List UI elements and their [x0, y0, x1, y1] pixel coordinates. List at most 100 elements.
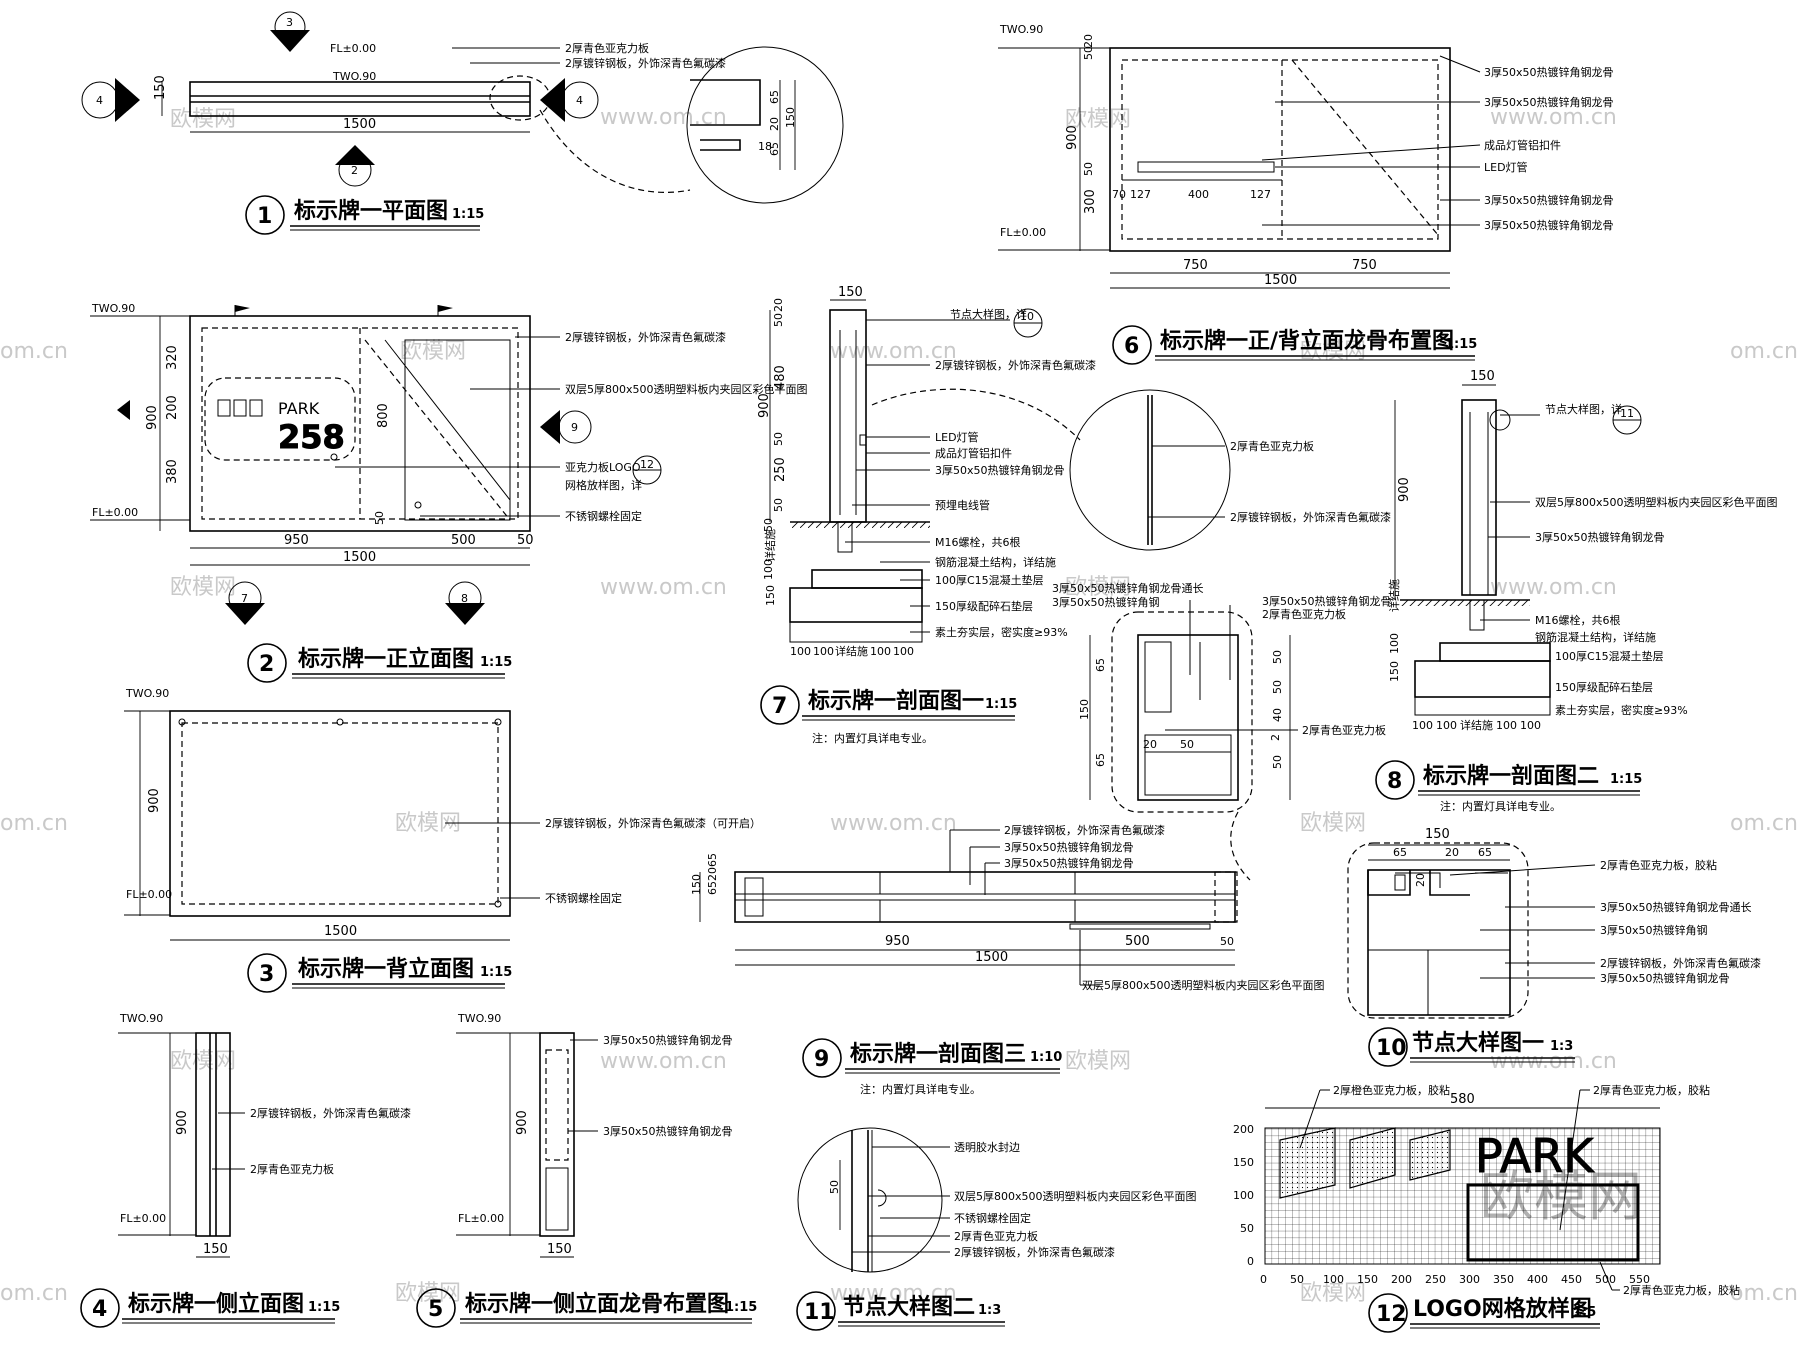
svg-text:100: 100: [1496, 719, 1517, 732]
svg-text:TWO.90: TWO.90: [999, 23, 1043, 36]
svg-text:TWO.90: TWO.90: [332, 70, 376, 83]
svg-text:2厚青色亚克力板，胶粘: 2厚青色亚克力板，胶粘: [1623, 1283, 1740, 1297]
svg-text:1: 1: [257, 204, 272, 229]
section-one-detail-circle: [1069, 389, 1231, 551]
grid-axis-x: 0 50 100 150 200 250 300 350 400 450 500…: [1260, 1273, 1650, 1286]
watermark-site: www.om.cn: [600, 1049, 727, 1074]
svg-text:7: 7: [772, 694, 787, 719]
watermark-brand: 欧模网: [170, 575, 236, 600]
svg-text:1:15: 1:15: [725, 1300, 757, 1315]
svg-text:3厚50x50热镀锌角钢龙骨: 3厚50x50热镀锌角钢龙骨: [1004, 856, 1134, 870]
svg-text:3厚50x50热镀锌角钢龙骨: 3厚50x50热镀锌角钢龙骨: [1484, 218, 1614, 232]
plan-outline: [189, 81, 531, 117]
svg-text:TWO.90: TWO.90: [119, 1012, 163, 1025]
svg-text:8: 8: [1387, 769, 1402, 794]
section-marker-4-right: 4: [540, 78, 599, 122]
svg-text:详结施: 详结施: [763, 529, 777, 562]
svg-text:50: 50: [762, 518, 775, 532]
watermark-brand: 欧模网: [1065, 107, 1131, 132]
svg-text:亚克力板LOGO: 亚克力板LOGO: [565, 460, 641, 474]
svg-text:65: 65: [1094, 753, 1107, 767]
svg-text:标示牌一侧立面龙骨布置图: 标示牌一侧立面龙骨布置图: [465, 1291, 729, 1317]
svg-text:150: 150: [690, 874, 703, 895]
watermark-site: om.cn: [1730, 1281, 1798, 1306]
svg-text:20: 20: [1414, 873, 1427, 887]
svg-text:钢筋混凝土结构，详结施: 钢筋混凝土结构，详结施: [1535, 630, 1656, 644]
svg-text:400: 400: [1527, 1273, 1548, 1286]
svg-text:50: 50: [828, 1180, 841, 1194]
svg-text:1:3: 1:3: [1550, 1039, 1573, 1054]
watermark-brand: 欧模网: [1065, 575, 1131, 600]
view-11-node-detail: 50 透明胶水封边 双层5厚800x500透明塑料板内夹园区彩色平面图 不锈钢螺…: [796, 1127, 1197, 1331]
svg-text:200: 200: [1391, 1273, 1412, 1286]
svg-text:20: 20: [1143, 738, 1157, 751]
svg-text:20: 20: [772, 298, 785, 312]
grid-axis-y: 200 150 100 50 0: [1233, 1123, 1254, 1268]
svg-text:900: 900: [515, 1110, 530, 1135]
svg-text:3厚50x50热镀锌角钢龙骨: 3厚50x50热镀锌角钢龙骨: [603, 1033, 733, 1047]
svg-text:50: 50: [772, 432, 785, 446]
svg-text:不锈钢螺栓固定: 不锈钢螺栓固定: [565, 509, 642, 523]
section-marker-3: 3: [270, 11, 310, 52]
svg-text:成品灯管铝扣件: 成品灯管铝扣件: [935, 446, 1012, 460]
svg-text:FL±0.00: FL±0.00: [120, 1212, 166, 1225]
svg-text:65: 65: [1478, 846, 1492, 859]
svg-text:12: 12: [640, 458, 654, 471]
section-marker-9: 9: [540, 410, 592, 444]
svg-text:480: 480: [773, 365, 788, 390]
svg-text:900: 900: [757, 393, 772, 418]
svg-text:5: 5: [428, 1297, 443, 1322]
svg-text:2厚镀锌钢板，外饰深青色氟碳漆: 2厚镀锌钢板，外饰深青色氟碳漆: [954, 1245, 1115, 1259]
svg-text:双层5厚800x500透明塑料板内夹园区彩色平面图: 双层5厚800x500透明塑料板内夹园区彩色平面图: [565, 382, 808, 396]
watermark-brand: 欧模网: [170, 1049, 236, 1074]
watermark-site: www.om.cn: [830, 811, 957, 836]
svg-text:2: 2: [351, 164, 358, 177]
svg-text:3厚50x50热镀锌角钢龙骨: 3厚50x50热镀锌角钢龙骨: [1600, 971, 1730, 985]
svg-text:标示牌一背立面图: 标示牌一背立面图: [298, 956, 474, 982]
grid-logo-word: PARK: [1475, 1129, 1595, 1183]
svg-text:1500: 1500: [324, 924, 357, 939]
svg-text:50: 50: [772, 498, 785, 512]
svg-text:3厚50x50热镀锌角钢龙骨: 3厚50x50热镀锌角钢龙骨: [1004, 840, 1134, 854]
svg-text:127: 127: [1250, 188, 1271, 201]
svg-text:2厚橙色亚克力板，胶粘: 2厚橙色亚克力板，胶粘: [1333, 1083, 1450, 1097]
watermark-site: om.cn: [0, 811, 68, 836]
svg-text:150: 150: [784, 107, 797, 128]
note-lighting: 注：内置灯具详电专业。: [860, 1082, 981, 1096]
svg-text:900: 900: [1065, 125, 1080, 150]
svg-text:300: 300: [1459, 1273, 1480, 1286]
svg-text:100厚C15混凝土垫层: 100厚C15混凝土垫层: [935, 573, 1044, 587]
svg-text:2厚镀锌钢板，外饰深青色氟碳漆: 2厚镀锌钢板，外饰深青色氟碳漆: [1004, 823, 1165, 837]
svg-text:预埋电线管: 预埋电线管: [935, 498, 990, 512]
watermark-site: om.cn: [0, 1281, 68, 1306]
svg-text:3厚50x50热镀锌角钢龙骨: 3厚50x50热镀锌角钢龙骨: [1484, 65, 1614, 79]
svg-text:FL±0.00: FL±0.00: [126, 888, 172, 901]
svg-text:3厚50x50热镀锌角钢龙骨: 3厚50x50热镀锌角钢龙骨: [1535, 530, 1665, 544]
title-9: 9 标示牌一剖面图三 1:10: [802, 1038, 1062, 1078]
svg-text:TWO.90: TWO.90: [457, 1012, 501, 1025]
svg-text:FL±0.00: FL±0.00: [458, 1212, 504, 1225]
svg-text:380: 380: [165, 459, 180, 484]
svg-text:3厚50x50热镀锌角钢龙骨: 3厚50x50热镀锌角钢龙骨: [1262, 594, 1392, 608]
svg-text:2厚青色亚克力板: 2厚青色亚克力板: [1302, 723, 1386, 737]
svg-text:11: 11: [1620, 407, 1634, 420]
svg-text:标示牌一平面图: 标示牌一平面图: [294, 198, 448, 224]
svg-text:250: 250: [773, 457, 788, 482]
view-6-frame-layout: TWO.90 FL±0.00 20 50 900 50 300 70 127 4…: [998, 23, 1614, 365]
svg-text:双层5厚800x500透明塑料板内夹园区彩色平面图: 双层5厚800x500透明塑料板内夹园区彩色平面图: [1535, 495, 1778, 509]
svg-text:150: 150: [153, 75, 168, 100]
svg-text:20: 20: [768, 117, 781, 131]
svg-text:50: 50: [373, 511, 386, 525]
title-2: 2 标示牌一正立面图 1:15: [247, 643, 512, 683]
svg-text:1500: 1500: [343, 117, 376, 132]
svg-text:70: 70: [1112, 188, 1126, 201]
svg-text:1:15: 1:15: [1610, 772, 1642, 787]
svg-text:2厚镀锌钢板，外饰深青色氟碳漆: 2厚镀锌钢板，外饰深青色氟碳漆: [250, 1106, 411, 1120]
svg-text:320: 320: [165, 345, 180, 370]
svg-text:0: 0: [1260, 1273, 1267, 1286]
svg-text:950: 950: [284, 533, 309, 548]
svg-text:节点大样图，详: 节点大样图，详: [1545, 402, 1622, 416]
svg-text:标示牌一剖面图三: 标示牌一剖面图三: [850, 1041, 1026, 1067]
svg-text:100: 100: [813, 645, 834, 658]
svg-text:FL±0.00: FL±0.00: [92, 506, 138, 519]
